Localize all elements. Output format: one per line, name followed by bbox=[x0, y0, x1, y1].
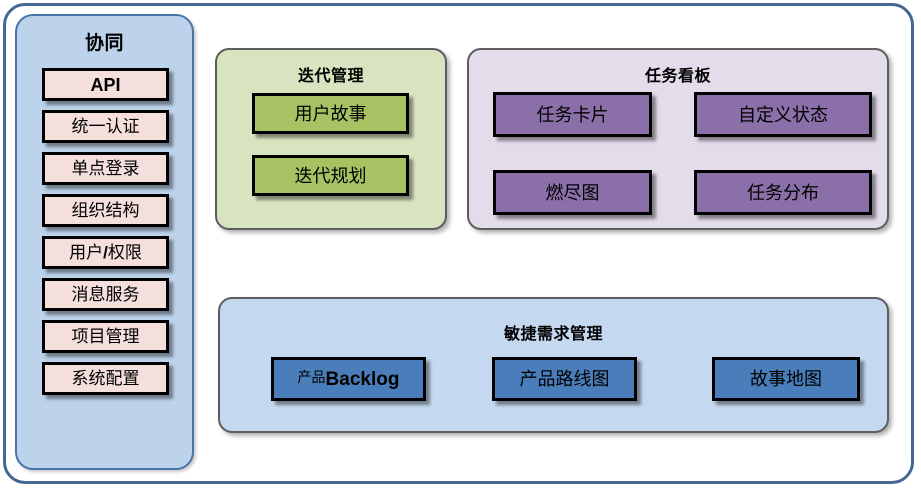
sidebar-item-org-structure[interactable]: 组织结构 bbox=[42, 194, 169, 227]
sidebar-item-user-permission-slash: / bbox=[103, 243, 108, 262]
group-title-iteration-management: 迭代管理 bbox=[297, 68, 364, 85]
sidebar-item-user-permission-cjk-a: 用户 bbox=[69, 243, 104, 262]
agile-item-product-roadmap[interactable]: 产品路线图 bbox=[492, 357, 637, 401]
taskboard-item-task-distribution[interactable]: 任务分布 bbox=[694, 170, 872, 215]
sidebar-item-project-management[interactable]: 项目管理 bbox=[42, 320, 169, 353]
sidebar-item-unified-auth[interactable]: 统一认证 bbox=[42, 110, 169, 143]
iteration-item-user-story[interactable]: 用户故事 bbox=[252, 93, 409, 134]
group-title-task-board: 任务看板 bbox=[644, 68, 711, 85]
group-panel-iteration-management[interactable]: 迭代管理 用户故事 迭代规划 bbox=[215, 48, 447, 230]
agile-item-product-backlog-cjk: 产品 bbox=[297, 371, 326, 386]
taskboard-item-task-card[interactable]: 任务卡片 bbox=[493, 92, 652, 137]
agile-item-story-map[interactable]: 故事地图 bbox=[712, 357, 860, 401]
group-panel-task-board[interactable]: 任务看板 任务卡片 自定义状态 燃尽图 任务分布 bbox=[467, 48, 889, 230]
group-panel-collaboration[interactable]: 协同 API 统一认证 单点登录 组织结构 用户/权限 消息服务 项目管理 系统… bbox=[15, 14, 194, 470]
taskboard-item-burndown-chart[interactable]: 燃尽图 bbox=[493, 170, 652, 215]
sidebar-item-user-permission-cjk-b: 权限 bbox=[107, 243, 142, 262]
agile-item-product-backlog-latin: Backlog bbox=[325, 368, 400, 390]
taskboard-item-custom-status[interactable]: 自定义状态 bbox=[694, 92, 872, 137]
group-title-collaboration: 协同 bbox=[84, 33, 124, 54]
sidebar-item-api[interactable]: API bbox=[42, 68, 169, 101]
sidebar-item-system-config[interactable]: 系统配置 bbox=[42, 362, 169, 395]
iteration-item-iteration-planning[interactable]: 迭代规划 bbox=[252, 155, 409, 196]
sidebar-item-user-permission[interactable]: 用户/权限 bbox=[42, 236, 169, 269]
group-title-agile-requirement-management: 敏捷需求管理 bbox=[503, 326, 603, 343]
sidebar-item-single-sign-on[interactable]: 单点登录 bbox=[42, 152, 169, 185]
sidebar-item-message-service[interactable]: 消息服务 bbox=[42, 278, 169, 311]
